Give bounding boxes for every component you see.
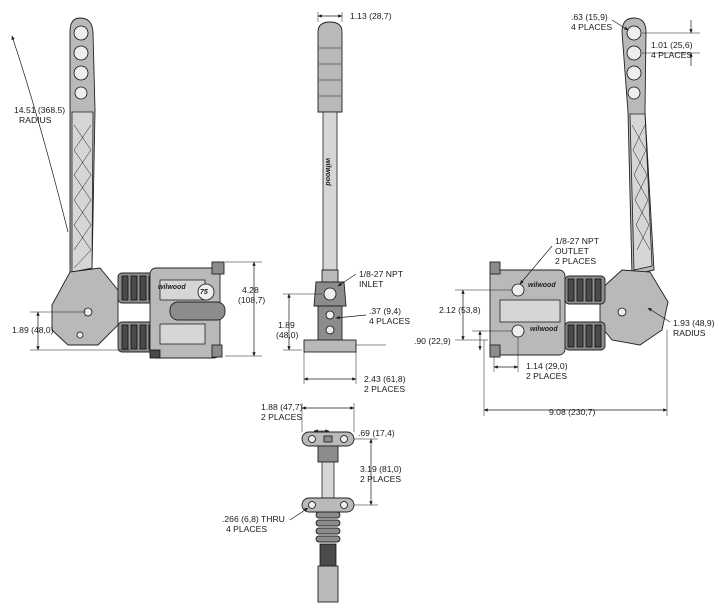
side-master-cylinders — [117, 261, 226, 359]
right-outlet-line1: 1/8-27 NPT — [555, 236, 600, 246]
front-brand-logo: wilwood — [324, 158, 331, 186]
bottom-thru-value: .266 (6,8) THRU — [222, 514, 285, 524]
side-height-value: 1.89 (48,0) — [12, 325, 54, 335]
front-height-value: 1.89 — [278, 320, 295, 330]
right-offset-value: 2.12 (53,8) — [439, 305, 481, 315]
side-base-plate — [51, 267, 119, 346]
right-overall-length: 9.08 (230,7) — [549, 407, 595, 417]
right-brand-logo-top: wilwood — [528, 282, 556, 289]
right-brand-logo-bottom: wilwood — [530, 326, 558, 333]
side-radius-word: RADIUS — [19, 115, 52, 125]
bottom-slot-width: .69 (17,4) — [358, 428, 395, 438]
bottom-mount-places: 2 PLACES — [261, 412, 302, 422]
side-view: wilwood 75 14.51 (368.5) RADIUS 1.89 (48… — [11, 17, 265, 359]
right-outlet-line2: OUTLET — [555, 246, 590, 256]
bottom-view: 1.88 (47,7) 2 PLACES .69 (17,4) 3.19 (81… — [222, 402, 402, 603]
side-handle — [69, 17, 96, 276]
front-height-metric: (48,0) — [276, 330, 299, 340]
side-overall-height-value: 4.28 — [242, 285, 259, 295]
right-spacing-places: 2 PLACES — [526, 371, 567, 381]
right-hole-dia: .63 (15,9) — [571, 12, 608, 22]
front-inlet-line2: INLET — [359, 279, 384, 289]
right-spacing-value: 1.14 (29,0) — [526, 361, 568, 371]
front-base-width: 2.43 (61,8) — [364, 374, 406, 384]
front-inlet-line1: 1/8-27 NPT — [359, 269, 404, 279]
bottom-mount-spacing: 3.19 (81,0) — [360, 464, 402, 474]
side-brand-logo: wilwood — [158, 284, 186, 291]
right-hole-dia-places: 4 PLACES — [571, 22, 612, 32]
right-pitch: 1.01 (25,6) — [651, 40, 693, 50]
right-pitch-places: 4 PLACES — [651, 50, 692, 60]
front-base-places: 2 PLACES — [364, 384, 405, 394]
right-handle — [621, 17, 655, 276]
front-hole-places: 4 PLACES — [369, 316, 410, 326]
front-view: wilwood 1.13 (28,7) 1/8-27 NPT INLET .37… — [276, 11, 410, 394]
right-radius-value: 1.93 (48,9) — [673, 318, 715, 328]
right-low-value: .90 (22,9) — [414, 336, 451, 346]
bottom-mount-width: 1.88 (47,7) — [261, 402, 303, 412]
front-hole-dia: .37 (9,4) — [369, 306, 401, 316]
side-cap-label: 75 — [200, 289, 208, 296]
side-overall-height-metric: (108,7) — [238, 295, 265, 305]
front-grip-width: 1.13 (28,7) — [350, 11, 392, 21]
right-view: wilwood wilwood .63 (15,9) 4 PLACES 1.01… — [414, 12, 715, 417]
bottom-mount-spacing-places: 2 PLACES — [360, 474, 401, 484]
right-outlet-places: 2 PLACES — [555, 256, 596, 266]
bottom-thru-places: 4 PLACES — [226, 524, 267, 534]
side-radius-value: 14.51 (368.5) — [14, 105, 65, 115]
right-radius-word: RADIUS — [673, 328, 706, 338]
